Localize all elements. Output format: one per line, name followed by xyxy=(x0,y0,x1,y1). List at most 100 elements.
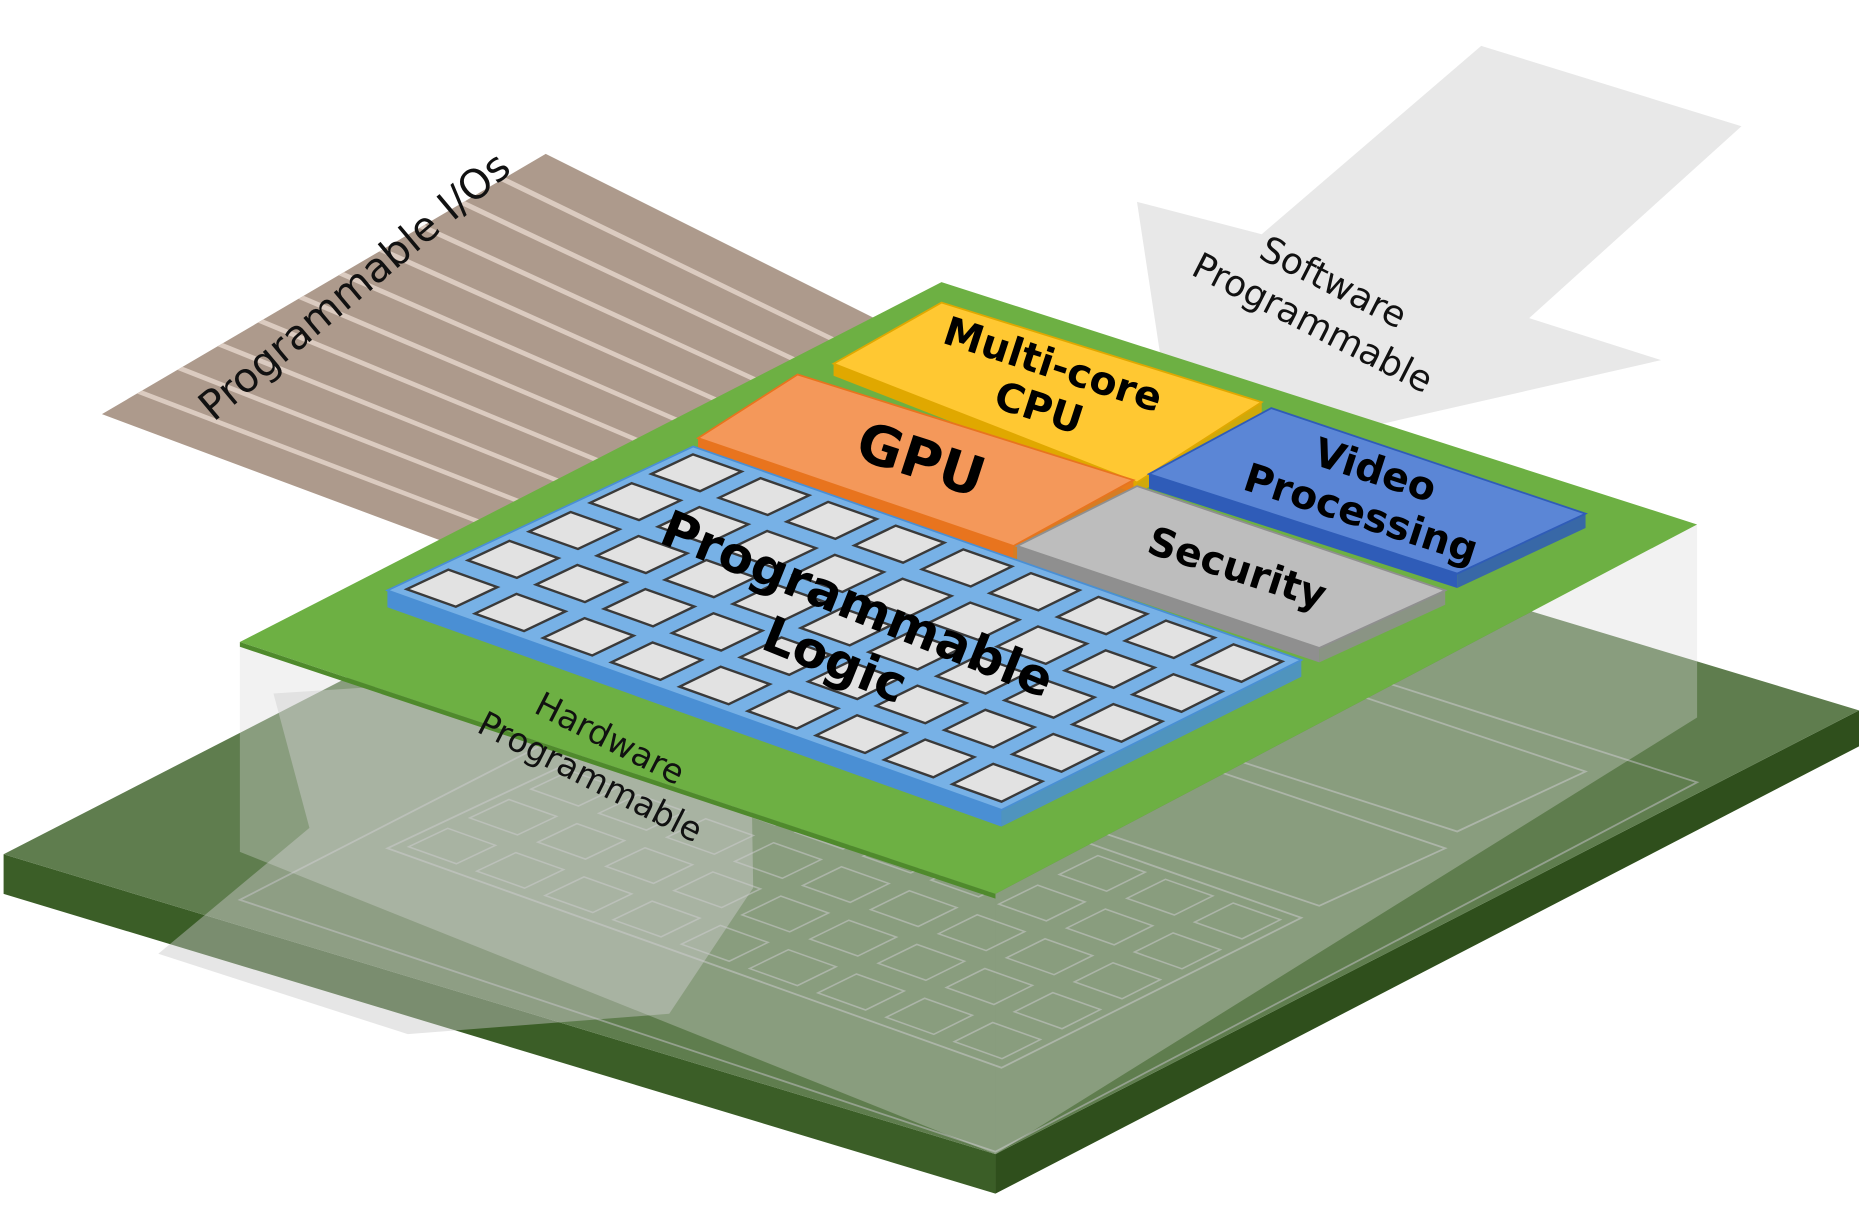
logic-cell xyxy=(668,611,766,652)
logic-cell xyxy=(722,529,820,570)
logic-cell xyxy=(1054,595,1151,636)
ghost-logic-cell xyxy=(528,769,620,807)
ghost-logic-cell xyxy=(543,876,634,914)
io-stripe xyxy=(419,224,779,391)
ghost-logic-cell xyxy=(815,973,907,1011)
logic-cell xyxy=(805,660,902,701)
ghost-logic-cell xyxy=(596,793,688,831)
logic-cell xyxy=(1129,672,1226,714)
logic-cell xyxy=(873,684,970,725)
gpu-block-top xyxy=(695,373,1136,548)
logic-cell xyxy=(941,708,1038,749)
ghost-logic-cell xyxy=(747,948,839,987)
logic-cell xyxy=(1001,678,1098,719)
logic-cell xyxy=(587,481,684,522)
ghost-logic-cell xyxy=(679,924,770,963)
io-stripe xyxy=(136,390,539,545)
ghost-logic-cell xyxy=(611,900,702,938)
ghost-logic-cell xyxy=(603,846,695,885)
io-stripe xyxy=(379,248,745,413)
ghost-logic-cell xyxy=(1012,991,1103,1030)
cpu-block-top xyxy=(831,301,1264,484)
logic-cell xyxy=(812,713,910,755)
logic-cell xyxy=(608,641,705,682)
logic-cell xyxy=(532,563,630,604)
ghost-logic-cell xyxy=(884,997,975,1036)
logic-block-right-side xyxy=(1001,659,1302,827)
logic-cell xyxy=(790,553,887,594)
logic-cell xyxy=(737,636,834,677)
video-block-top xyxy=(1146,407,1588,575)
logic-cell xyxy=(471,592,569,633)
ghost-logic-cell xyxy=(664,817,756,856)
logic-cell xyxy=(525,510,623,551)
logic-cell xyxy=(1121,619,1218,660)
ghost-logic-cell xyxy=(996,884,1087,922)
logic-cell xyxy=(933,654,1030,695)
ghost-logic-cell xyxy=(732,841,824,880)
logic-cell xyxy=(993,625,1090,666)
logic-cell xyxy=(851,524,948,564)
ghost-logic-cell xyxy=(1064,908,1155,946)
gpu-block-front-side xyxy=(698,438,1014,561)
board-side-right xyxy=(995,710,1860,1194)
io-stripe xyxy=(217,343,607,501)
logic-cell xyxy=(729,582,827,623)
io-stripe xyxy=(459,201,813,369)
logic-cell xyxy=(986,571,1083,612)
ghost-logic-cell xyxy=(406,827,498,865)
chip-plane-edge xyxy=(239,641,996,899)
logic-cell xyxy=(918,548,1016,588)
logic-cell xyxy=(1069,702,1166,744)
programmable-io-band xyxy=(101,153,882,565)
logic-cell xyxy=(654,505,752,546)
ghost-logic-cell xyxy=(671,871,763,909)
logic-cell xyxy=(600,587,698,628)
projection-wall-right xyxy=(995,524,1698,1155)
video-block-right-side xyxy=(1457,513,1586,589)
logic-cell xyxy=(540,616,637,657)
ghost-logic-cell xyxy=(944,967,1035,1006)
ghost-logic-cell xyxy=(1124,878,1215,916)
projection-wall-left xyxy=(239,641,996,1155)
ghost-logic-cell xyxy=(1072,961,1163,1000)
io-stripe xyxy=(500,177,848,347)
logic-cell xyxy=(797,606,894,647)
ghost-logic-cell xyxy=(740,895,831,933)
logic-cell xyxy=(926,601,1023,642)
ghost-logic-cell xyxy=(808,919,899,957)
logic-cell xyxy=(783,500,880,541)
board-side-left xyxy=(3,854,996,1194)
ghost-logic-cell xyxy=(535,822,627,860)
software-arrow xyxy=(1136,45,1742,471)
ghost-logic-cell xyxy=(876,943,967,982)
ghost-logic-cell xyxy=(1004,937,1095,976)
ghost-logic-cell xyxy=(952,1021,1043,1060)
logic-cell xyxy=(676,665,773,706)
video-block-front-side xyxy=(1148,474,1458,589)
io-band-base xyxy=(101,153,882,565)
logic-cell xyxy=(881,738,978,779)
logic-cell xyxy=(858,577,955,618)
security-block-right-side xyxy=(1319,590,1446,663)
io-stripe xyxy=(298,295,676,457)
logic-cell xyxy=(744,689,842,730)
ghost-logic-cell xyxy=(467,798,559,836)
ghost-logic-cell xyxy=(1192,902,1283,940)
ghost-logic-cell xyxy=(1057,854,1148,893)
ghost-logic-cell xyxy=(936,913,1027,952)
logic-cell xyxy=(1189,643,1286,684)
security-block-top xyxy=(1014,485,1448,649)
logic-cell xyxy=(1061,649,1158,690)
logic-cell xyxy=(865,630,962,671)
soc-blocks xyxy=(385,301,1588,827)
io-stripe xyxy=(257,319,642,479)
logic-cell xyxy=(593,534,691,575)
logic-cell xyxy=(715,476,813,517)
security-block-front-side xyxy=(1017,546,1320,663)
logic-cell xyxy=(1009,732,1106,774)
video-block xyxy=(1146,407,1588,589)
ghost-logic-cell xyxy=(474,851,566,890)
